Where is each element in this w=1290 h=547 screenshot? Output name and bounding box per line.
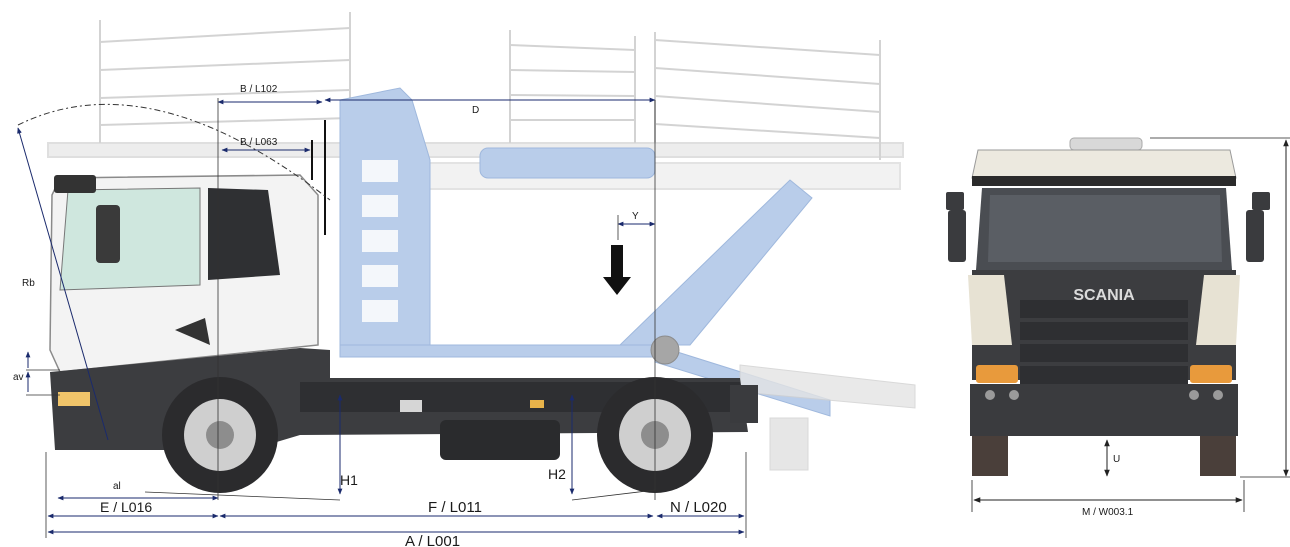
label-y: Y: [632, 211, 639, 222]
cab: [49, 174, 319, 373]
load-center-arrow: [603, 245, 631, 295]
front-dimension-lines: [971, 137, 1290, 512]
brand-logo: SCANIA: [1073, 287, 1135, 304]
label-h2: H2: [548, 466, 566, 482]
label-al: al: [113, 481, 121, 492]
front-view: SCANIA U M / W003.1: [946, 137, 1290, 518]
front-wheel: [162, 377, 278, 493]
label-e-l016: E / L016: [100, 499, 152, 515]
side-view: B / L102 B / L063 D Y Rb av al H1 H2 E /…: [13, 12, 916, 547]
label-f-l011: F / L011: [428, 499, 482, 516]
label-u: U: [1113, 454, 1120, 465]
label-m-w003: M / W003.1: [1082, 507, 1134, 518]
label-a-l001: A / L001: [405, 533, 460, 547]
label-b-l102: B / L102: [240, 84, 278, 95]
rear-deck: [739, 364, 916, 471]
front-cab: [946, 137, 1270, 476]
label-rb: Rb: [22, 278, 35, 289]
label-av: av: [13, 372, 24, 383]
structure-rungs: [362, 160, 398, 322]
label-n-l020: N / L020: [670, 499, 727, 516]
label-d: D: [472, 105, 479, 116]
dimension-lines: [17, 97, 747, 538]
label-b-l063: B / L063: [240, 137, 278, 148]
label-h1: H1: [340, 472, 358, 488]
